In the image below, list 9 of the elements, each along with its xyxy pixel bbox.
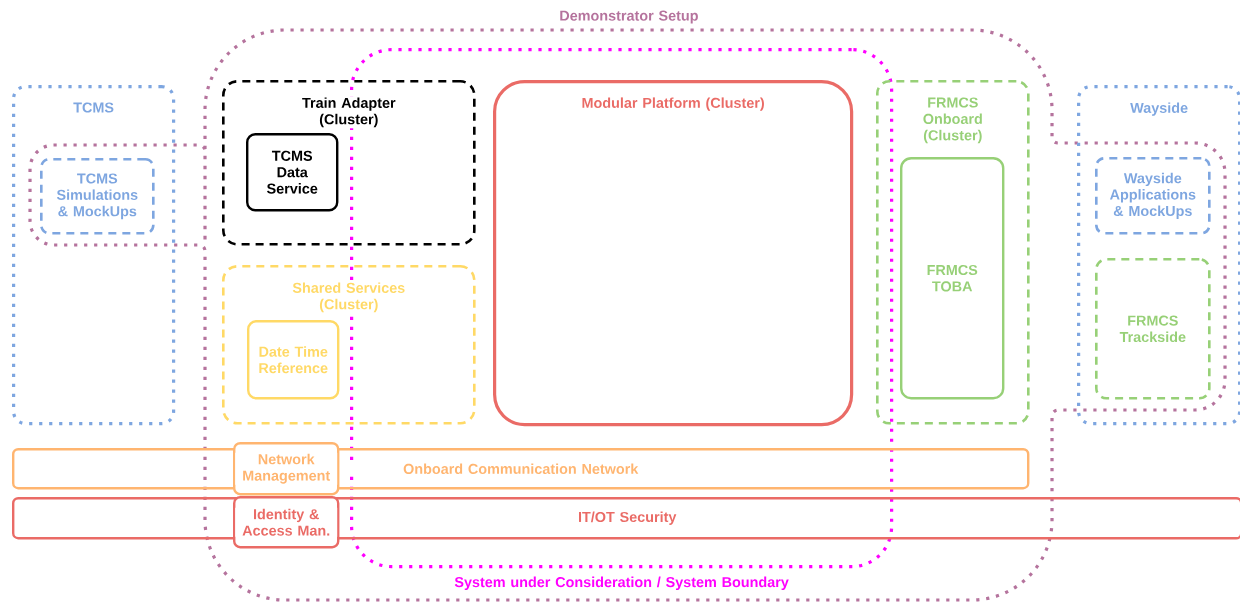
trackside-box: FRMCS Trackside bbox=[1095, 258, 1211, 400]
node-label: Demonstrator Setup bbox=[560, 10, 698, 24]
service-box: FRMCS TOBA bbox=[900, 157, 1005, 400]
mockup-box: Wayside Applications & MockUps bbox=[1095, 157, 1211, 235]
service-box: TCMS Data Service bbox=[246, 133, 339, 212]
cluster-box: Modular Platform (Cluster) bbox=[493, 80, 854, 427]
mockup-box: TCMS Simulations & MockUps bbox=[40, 158, 155, 235]
service-box: Date Time Reference bbox=[247, 320, 340, 400]
node-label: System under Consideration / System Boundary bbox=[454, 576, 789, 591]
